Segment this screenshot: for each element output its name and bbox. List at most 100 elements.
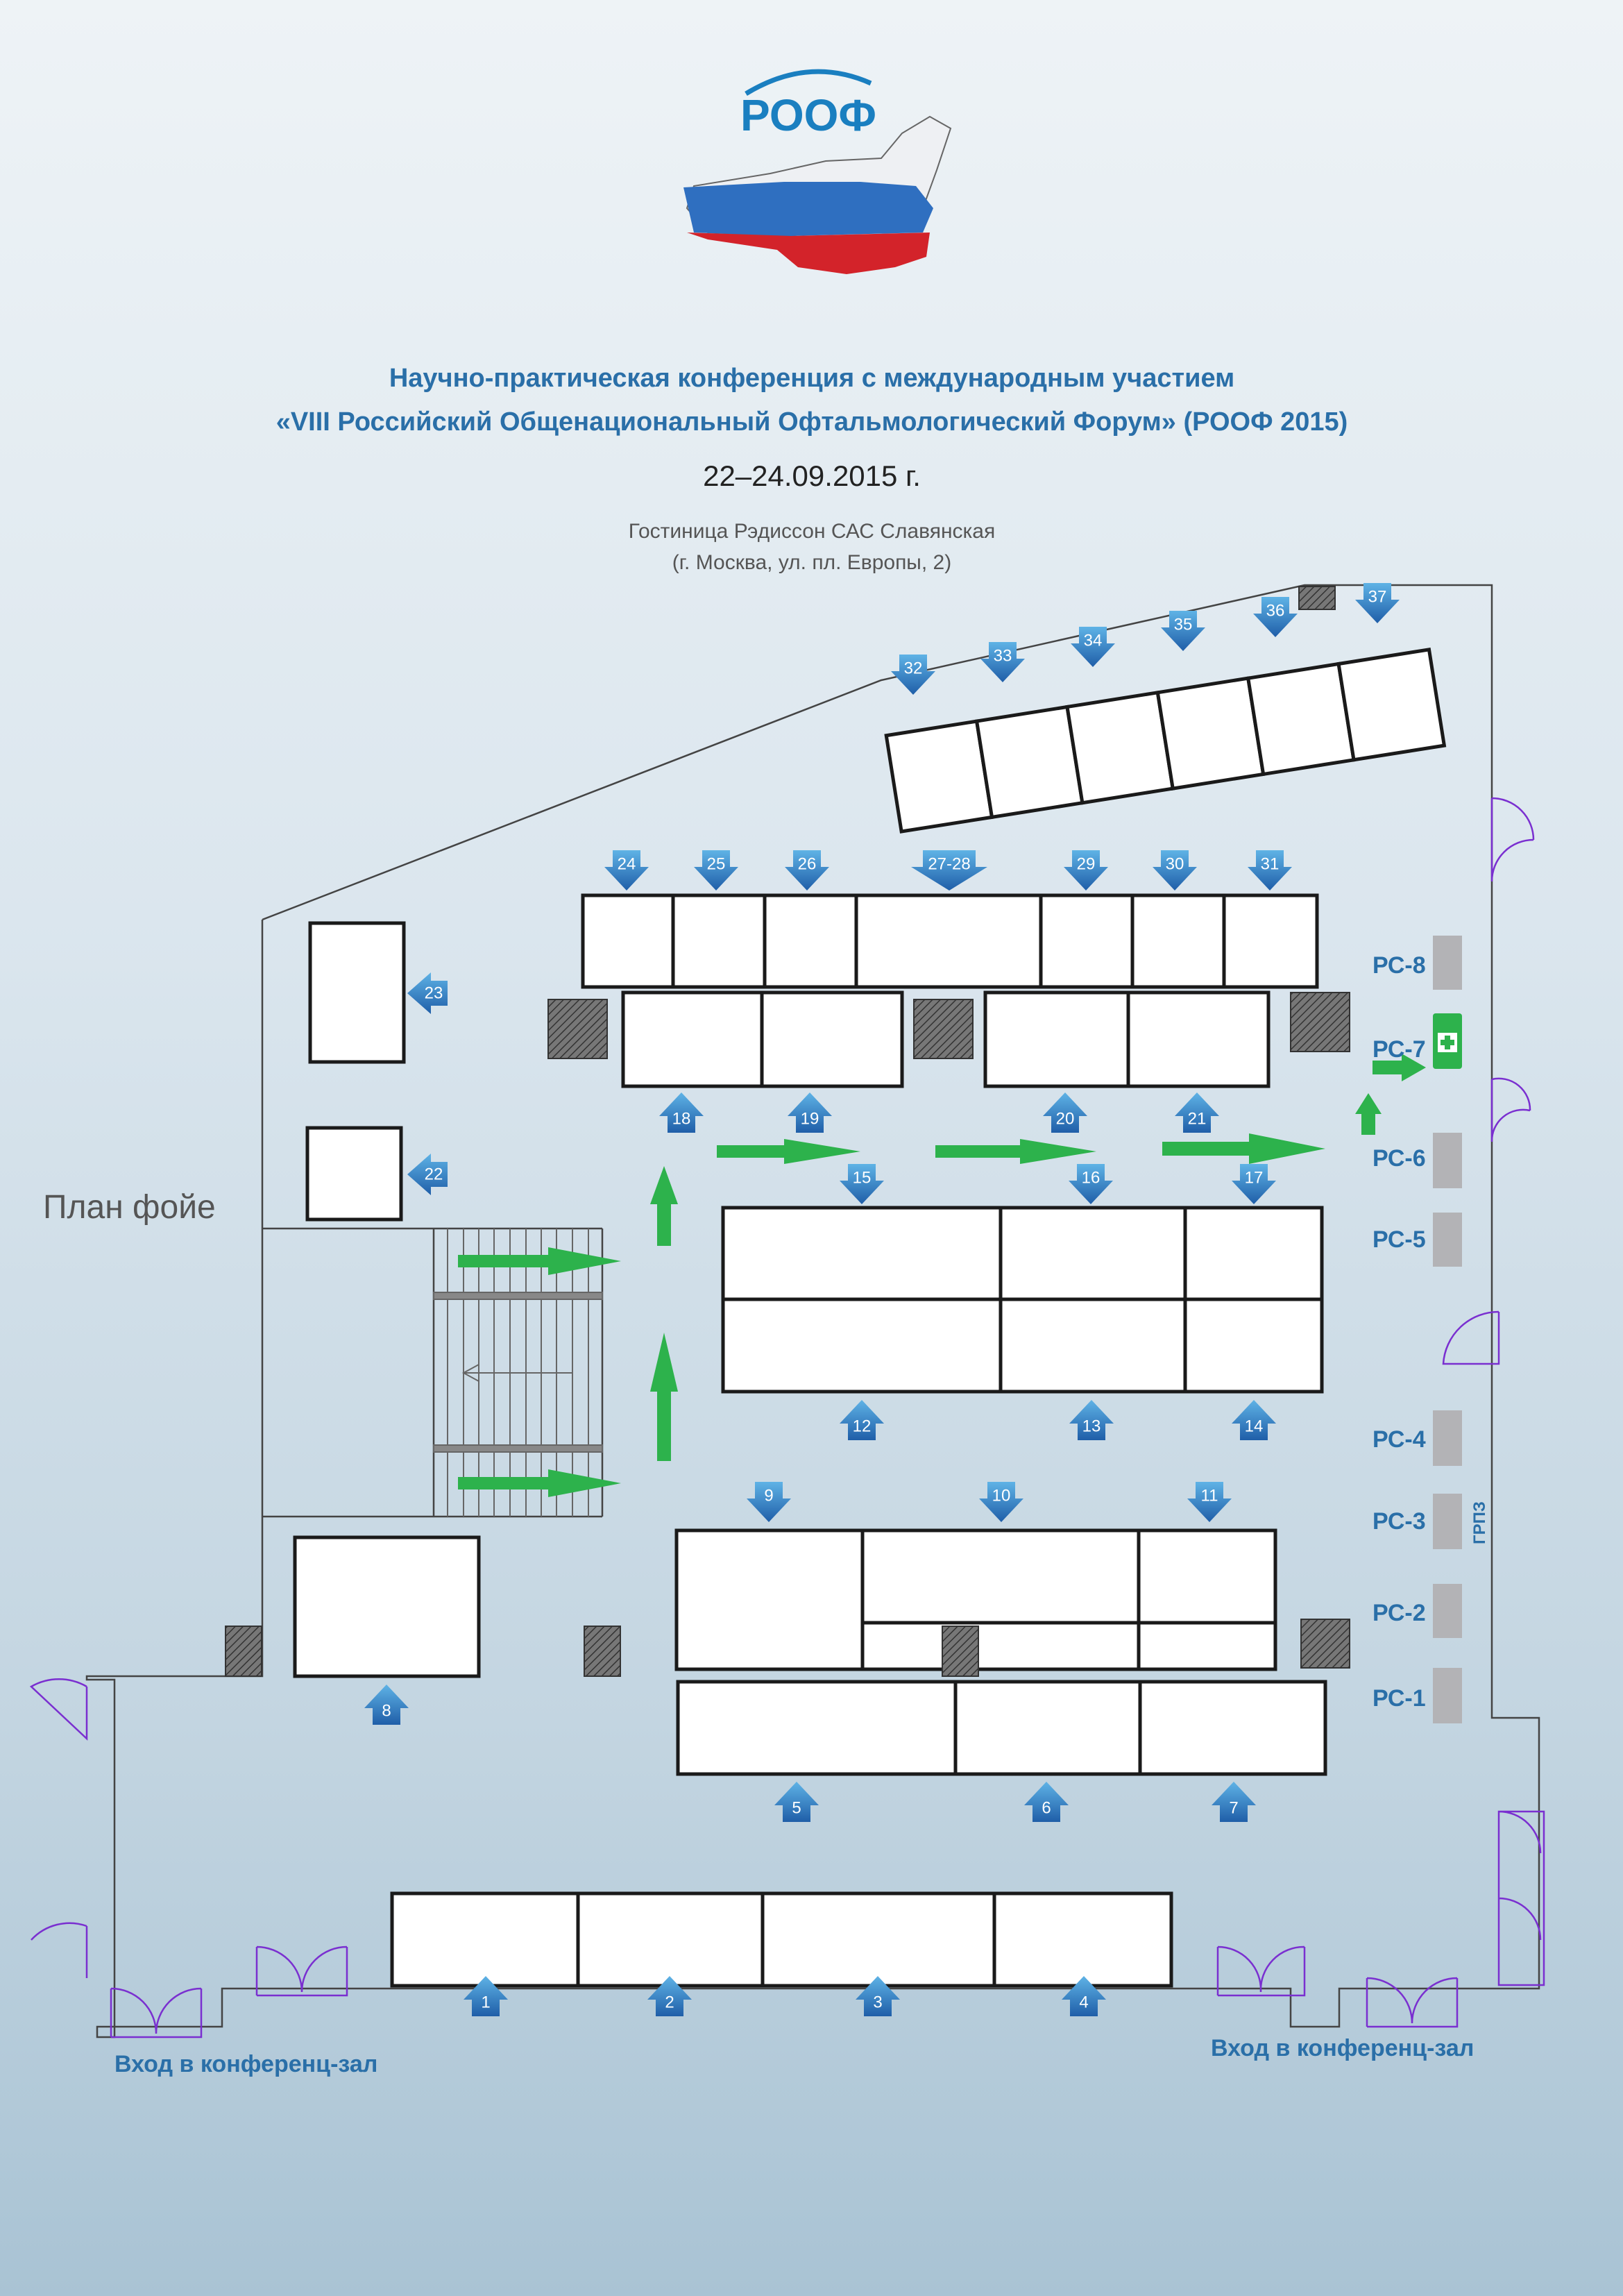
stand-number: 23 bbox=[425, 984, 443, 1003]
stand-number: 34 bbox=[1084, 632, 1103, 650]
roof-logo: РООФ bbox=[683, 69, 952, 274]
entrance-right-label: Вход в конференц-зал bbox=[1211, 2035, 1474, 2061]
stand-number: 4 bbox=[1079, 1993, 1088, 2012]
stairs bbox=[433, 1229, 603, 1517]
stand-number: 29 bbox=[1077, 855, 1096, 874]
stand-marker-arrow bbox=[980, 642, 1025, 682]
stand-marker-arrow bbox=[1064, 850, 1108, 890]
stand-marker-arrow bbox=[1161, 611, 1205, 651]
stand-marker-arrow bbox=[911, 850, 987, 890]
stand-number: 5 bbox=[792, 1799, 801, 1818]
stand-number: 25 bbox=[707, 855, 726, 874]
rc-1-label: РС-1 bbox=[1373, 1685, 1426, 1712]
stand-number: 22 bbox=[425, 1165, 443, 1184]
conference-title: «VIII Российский Общенациональный Офталь… bbox=[276, 407, 1348, 437]
direction-arrow bbox=[1373, 1054, 1426, 1081]
stand-marker-arrow bbox=[1175, 1092, 1219, 1133]
stand-marker-arrow bbox=[979, 1482, 1023, 1522]
entrance-left-label: Вход в конференц-зал bbox=[114, 2051, 377, 2077]
stand-marker-arrow bbox=[604, 850, 649, 890]
stand-number: 9 bbox=[764, 1487, 773, 1505]
russia-map-icon bbox=[683, 115, 952, 274]
direction-arrows bbox=[458, 1054, 1426, 1497]
stand-number: 15 bbox=[853, 1169, 872, 1188]
stand-number: 1 bbox=[481, 1993, 490, 2012]
stand-marker-arrow bbox=[694, 850, 738, 890]
stand-number: 17 bbox=[1245, 1169, 1264, 1188]
stand-number: 21 bbox=[1188, 1110, 1207, 1129]
stand-number: 12 bbox=[853, 1417, 872, 1436]
rc-4-label: РС-4 bbox=[1373, 1426, 1426, 1453]
stand-number: 24 bbox=[618, 855, 636, 874]
stand-number: 6 bbox=[1042, 1799, 1051, 1818]
doors bbox=[29, 797, 1545, 2038]
rc-2-label: РС-2 bbox=[1373, 1600, 1426, 1626]
stand-number: 14 bbox=[1245, 1417, 1264, 1436]
stand-number: 32 bbox=[904, 659, 923, 678]
direction-arrow bbox=[650, 1333, 678, 1461]
stand-number: 16 bbox=[1082, 1169, 1101, 1188]
rc-8-label: РС-8 bbox=[1373, 952, 1426, 979]
stand-marker-arrow bbox=[891, 655, 935, 695]
stand-marker-arrow bbox=[364, 1685, 409, 1725]
stand-marker-arrow bbox=[1248, 850, 1292, 890]
direction-arrow bbox=[458, 1469, 621, 1497]
stand-number: 33 bbox=[994, 647, 1012, 666]
venue-address: (г. Москва, ул. пл. Европы, 2) bbox=[672, 551, 951, 574]
direction-arrow bbox=[1355, 1093, 1382, 1135]
conference-subtitle: Научно-практическая конференция с междун… bbox=[389, 364, 1234, 393]
walls bbox=[85, 584, 1540, 2038]
stand-marker-arrow bbox=[1071, 627, 1115, 667]
registration-counters: РС-8 РС-7 РС-6 РС-5 РС-4 РС-3 РС-2 РС-1 … bbox=[1373, 936, 1489, 1723]
stand-marker-arrow bbox=[840, 1400, 884, 1440]
stand-marker-arrow bbox=[1232, 1164, 1276, 1204]
stand-marker-arrow bbox=[747, 1482, 791, 1522]
direction-arrow bbox=[650, 1166, 678, 1246]
stand-marker-arrow bbox=[1062, 1976, 1106, 2016]
stand-number: 19 bbox=[801, 1110, 819, 1129]
grpz-label: ГРПЗ bbox=[1470, 1501, 1489, 1544]
stand-marker-arrow bbox=[647, 1976, 692, 2016]
direction-arrow bbox=[458, 1247, 621, 1275]
direction-arrow bbox=[935, 1139, 1096, 1164]
stand-marker-arrow bbox=[1024, 1782, 1069, 1822]
stand-marker-arrow bbox=[407, 972, 448, 1014]
stand-marker-arrow bbox=[1212, 1782, 1256, 1822]
stand-number: 20 bbox=[1056, 1110, 1075, 1129]
direction-arrow bbox=[717, 1139, 860, 1164]
stand-marker-arrow bbox=[659, 1092, 704, 1133]
stand-marker-arrow bbox=[774, 1782, 819, 1822]
stand-number: 7 bbox=[1229, 1799, 1238, 1818]
stand-marker-arrow bbox=[856, 1976, 900, 2016]
stand-marker-arrow bbox=[1069, 1164, 1113, 1204]
stand-marker-arrow bbox=[785, 850, 829, 890]
stand-number: 11 bbox=[1201, 1487, 1218, 1505]
stand-number: 10 bbox=[992, 1487, 1011, 1505]
stand-number: 30 bbox=[1166, 855, 1184, 874]
stand-number: 13 bbox=[1082, 1417, 1101, 1436]
rc-7-label: РС-7 bbox=[1373, 1036, 1426, 1063]
stand-marker-arrow bbox=[1153, 850, 1197, 890]
booths bbox=[293, 647, 1447, 1988]
stand-marker-arrow bbox=[1043, 1092, 1087, 1133]
direction-arrow bbox=[1162, 1133, 1325, 1164]
stand-marker-arrow bbox=[1253, 597, 1298, 637]
stand-number: 18 bbox=[672, 1110, 691, 1129]
columns bbox=[225, 586, 1350, 1677]
stand-marker-arrow bbox=[407, 1154, 448, 1195]
stand-number: 27-28 bbox=[928, 855, 970, 874]
stand-markers: 1 2 3 4 5 6 7 8 12 13 14 18 19 20 21 9 1… bbox=[364, 583, 1400, 2016]
stand-marker-arrow bbox=[1355, 583, 1400, 623]
rc-5-label: РС-5 bbox=[1373, 1226, 1426, 1253]
stand-number: 35 bbox=[1174, 616, 1193, 634]
stand-marker-arrow bbox=[1232, 1400, 1276, 1440]
stand-number: 2 bbox=[665, 1993, 674, 2012]
stand-number: 36 bbox=[1266, 602, 1285, 621]
stand-number: 31 bbox=[1261, 855, 1280, 874]
logo-text: РООФ bbox=[740, 90, 876, 140]
rc-6-label: РС-6 bbox=[1373, 1145, 1426, 1172]
stand-marker-arrow bbox=[1187, 1482, 1232, 1522]
stand-number: 26 bbox=[798, 855, 817, 874]
stand-number: 3 bbox=[873, 1993, 882, 2012]
